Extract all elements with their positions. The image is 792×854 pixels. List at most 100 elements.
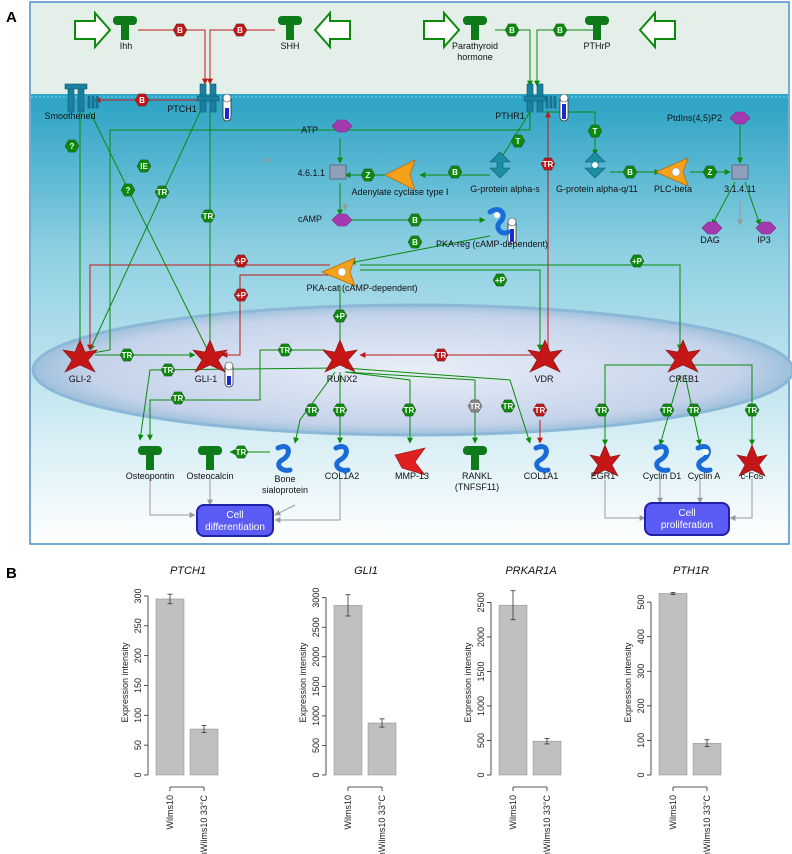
badge-b-1: B <box>232 23 248 37</box>
bar-0 <box>155 598 185 776</box>
badge-tr-29: TR <box>304 403 320 417</box>
badge-text: TR <box>163 366 174 375</box>
cell-membrane <box>31 94 788 101</box>
error-bar-0 <box>345 594 351 617</box>
badge-text: T <box>516 137 521 146</box>
error-bar-0 <box>167 593 173 605</box>
category-label: Wilms10 <box>343 795 353 830</box>
cyclin-a-label: Cyclin A <box>688 471 721 481</box>
badge-text: TR <box>597 406 608 415</box>
bar-1 <box>189 728 219 776</box>
badge-text: TR <box>307 406 318 415</box>
badge-text: TR <box>503 402 514 411</box>
cyclin-a-icon <box>695 444 713 473</box>
y-tick-label: 200 <box>133 648 143 663</box>
y-tick-label: 300 <box>636 664 646 679</box>
badge-tr-9: TR <box>200 209 216 223</box>
bar-0 <box>333 605 363 776</box>
badge-tr-26: TR <box>433 348 449 362</box>
y-tick-label: 50 <box>133 740 143 750</box>
expression-indicator-ptch1 <box>222 93 232 122</box>
badge-b-18: B <box>407 235 423 249</box>
nucleus-region <box>31 303 792 437</box>
badge-text: +P <box>335 312 346 321</box>
badge-text: TR <box>236 448 247 457</box>
y-axis-label: Expression intensity <box>623 642 633 723</box>
bar-1 <box>367 722 397 776</box>
runx2-tf-icon <box>322 339 358 373</box>
dag-label: DAG <box>700 235 720 245</box>
col1a1-icon <box>533 444 551 473</box>
badge-text: B <box>139 96 145 105</box>
ptdins-molecule-icon <box>729 111 751 125</box>
runx2-label: RUNX2 <box>327 374 358 384</box>
badge-b-3: B <box>552 23 568 37</box>
badge-tr-34: TR <box>532 403 548 417</box>
bsp-label-2: sialoprotein <box>262 485 308 495</box>
badge-text: B <box>557 26 563 35</box>
badge-ie-6: IE <box>136 159 152 173</box>
creb1-label: CREB1 <box>669 374 699 384</box>
pth-label: Parathyroid <box>452 41 498 51</box>
y-tick-label: 300 <box>133 588 143 603</box>
y-tick-label: 200 <box>636 698 646 713</box>
badge-text: TR <box>689 406 700 415</box>
cell-proliferation-label-2: proliferation <box>661 520 713 531</box>
g-alpha-q-label: G-protein alpha-q/11 <box>556 184 638 194</box>
pka-reg-label: PKA-reg (cAMP-dependent) <box>436 239 548 249</box>
y-axis-label: Expression intensity <box>463 642 473 723</box>
ligand-arrow-shh <box>313 10 351 50</box>
smoothened-label: Smoothened <box>44 111 95 121</box>
col1a2-label: COL1A2 <box>325 471 360 481</box>
atp-label: ATP <box>301 125 318 135</box>
badge-tr-8: TR <box>154 185 170 199</box>
y-tick-label: 500 <box>311 738 321 753</box>
badge-b-17: B <box>407 213 423 227</box>
badge-text: B <box>237 26 243 35</box>
expression-indicator-gli1 <box>224 361 234 388</box>
badge-text: +P <box>495 276 506 285</box>
y-tick-label: 250 <box>133 618 143 633</box>
y-tick-label: 500 <box>476 733 486 748</box>
badge-text: Z <box>366 171 371 180</box>
y-tick-label: 2000 <box>476 627 486 647</box>
vdr-tf-icon <box>527 339 563 373</box>
badge-b-14: B <box>447 165 463 179</box>
badge-p-23: +P <box>332 309 348 323</box>
creb1-tf-icon <box>665 339 701 373</box>
badge-tr-12: TR <box>540 157 556 171</box>
osteocalcin-icon <box>198 446 222 470</box>
error-bar-1 <box>704 739 710 748</box>
y-axis-label: Expression intensity <box>298 642 308 723</box>
y-tick-label: 1500 <box>476 661 486 681</box>
badge-tr-33: TR <box>500 399 516 413</box>
y-tick-label: 1500 <box>311 676 321 696</box>
mmp13-icon <box>394 447 426 476</box>
rankl-label-2: (TNFSF11) <box>455 482 499 492</box>
badge-tr-37: TR <box>659 403 675 417</box>
cell-differentiation-box <box>196 504 274 537</box>
badge-p-21: +P <box>492 273 508 287</box>
badge-text: TR <box>173 394 184 403</box>
gli1-tf-icon <box>192 339 228 373</box>
enzyme-4611-icon <box>329 164 347 180</box>
y-tick-label: 1000 <box>476 696 486 716</box>
badge-z-13: Z <box>360 168 376 182</box>
badge-text: TR <box>335 406 346 415</box>
ligand-arrow-pthrp <box>638 10 676 50</box>
badge-tr-24: TR <box>119 348 135 362</box>
bsp-label: Bone <box>274 474 295 484</box>
badge-text: TR <box>122 351 133 360</box>
badge-text: TR <box>470 402 481 411</box>
badge-p-19: +P <box>233 254 249 268</box>
badge-p-20: +P <box>629 254 645 268</box>
badge-text: TR <box>535 406 546 415</box>
y-tick-label: 0 <box>133 772 143 777</box>
adenylate-cyclase-icon <box>384 159 416 191</box>
enzyme-4611-label: 4.6.1.1 <box>297 168 325 178</box>
